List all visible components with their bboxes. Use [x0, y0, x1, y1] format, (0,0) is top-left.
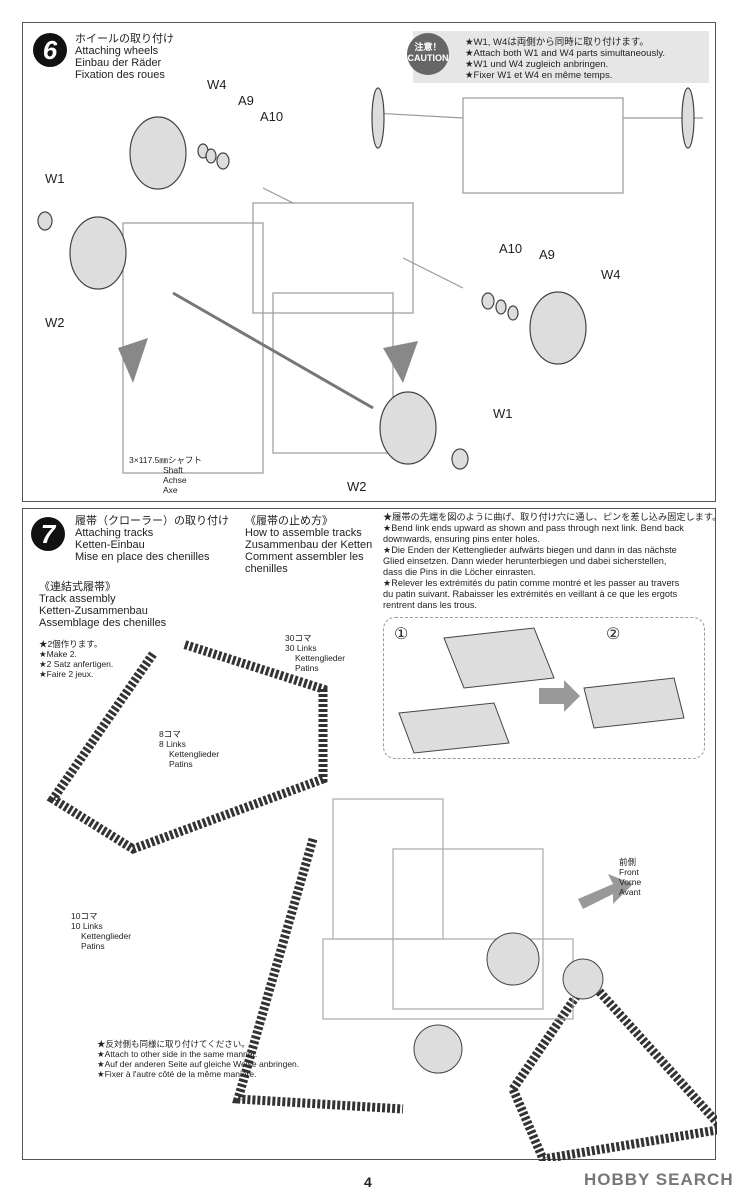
caution-line: ★W1 und W4 zugleich anbringen. [465, 59, 609, 70]
part-label-w1: W1 [45, 171, 65, 186]
instruction-line: rentrent dans les trous. [383, 600, 477, 610]
instruction-line: Glied einsetzen. Dann wieder herunterbie… [383, 556, 667, 566]
track-joining-inset: ① ② [383, 617, 705, 759]
shaft-ja: 3×117.5㎜シャフト [129, 455, 202, 465]
title-de: Einbau der Räder [75, 57, 162, 69]
caution-line: ★Fixer W1 et W4 en même temps. [465, 70, 613, 81]
inset-step-1: ① [394, 626, 409, 643]
wheel-assembly-illustration [37, 87, 703, 474]
inset-step-2: ② [606, 626, 621, 643]
make-two-note: ★2個作ります。 ★Make 2. ★2 Satz anfertigen. ★F… [39, 639, 113, 679]
step-number: 7 [31, 517, 65, 551]
caution-badge: 注意！ CAUTION [407, 33, 449, 75]
label-line: 8 Links [159, 739, 186, 749]
label-line: 30 Links [285, 643, 317, 653]
track-assembly-heading: 《連結式履帯》 Track assembly Ketten-Zusammenba… [39, 581, 166, 629]
label-line: 30コマ [285, 633, 312, 643]
part-label-w4: W4 [601, 267, 621, 282]
how-to-line: How to assemble tracks [245, 527, 362, 539]
note-line: ★Make 2. [39, 649, 77, 659]
label-line: 前側 [619, 857, 637, 867]
label-line: Patins [295, 663, 319, 673]
instruction-line: du patin suivant. Rabaisser les extrémit… [383, 589, 678, 599]
label-line: Avant [619, 887, 641, 897]
arrow-icon [539, 680, 580, 712]
instruction-line: downwards, ensuring pins enter holes. [383, 534, 540, 544]
part-label-w2: W2 [45, 315, 65, 330]
part-label-a9: A9 [539, 247, 555, 262]
note-line: ★Faire 2 jeux. [39, 669, 94, 679]
caution-box: 注意！ CAUTION ★W1, W4は両側から同時に取り付けます。 ★Atta… [407, 31, 709, 83]
label-line: 10コマ [71, 911, 98, 921]
part-label-a10: A10 [260, 109, 284, 124]
track-assembly-line: Track assembly [39, 593, 116, 605]
instruction-line: ★Bend link ends upward as shown and pass… [383, 523, 684, 533]
title-en: Attaching wheels [75, 45, 159, 57]
note-line: ★Fixer à l'autre côté de la même manière… [97, 1069, 257, 1079]
how-to-line: chenilles [245, 563, 288, 575]
track-assembly-line: Ketten-Zusammenbau [39, 605, 148, 617]
step-title: 履帯（クローラー）の取り付け Attaching tracks Ketten-E… [75, 515, 229, 563]
track-installation-illustration [46, 639, 717, 1161]
step-7-panel: 7 履帯（クローラー）の取り付け Attaching tracks Ketten… [22, 508, 721, 1161]
label-line: Patins [81, 941, 105, 951]
part-label-w4: W4 [207, 77, 227, 92]
label-line: Kettenglieder [295, 653, 346, 663]
how-to-line: Comment assembler les [245, 551, 364, 563]
shaft-en: Shaft [163, 465, 183, 475]
front-label: 前側 Front Vorne Avant [619, 857, 641, 897]
instruction-line: ★Die Enden der Kettenglieder aufwärts bi… [383, 545, 677, 555]
part-label-a9: A9 [238, 93, 254, 108]
step-number: 6 [33, 33, 67, 67]
label-8-links: 8コマ 8 Links Kettenglieder Patins [159, 729, 219, 769]
title-de: Ketten-Einbau [75, 539, 145, 551]
part-label-w2: W2 [347, 479, 367, 494]
label-10-links: 10コマ 10 Links Kettenglieder Patins [71, 911, 131, 951]
note-line: ★反対側も同様に取り付けてください。 [97, 1039, 250, 1049]
instruction-line: ★履帯の先端を図のように曲げ、取り付け穴に通し、ピンを差し込み固定します。 [383, 512, 722, 522]
label-line: Patins [169, 759, 193, 769]
watermark: HOBBY SEARCH [584, 1170, 734, 1189]
part-label-a10: A10 [499, 241, 523, 256]
shaft-label: 3×117.5㎜シャフト Shaft Achse Axe [129, 455, 202, 495]
front-arrow-icon [578, 874, 633, 909]
note-line: ★Auf der anderen Seite auf gleiche Weise… [97, 1059, 300, 1069]
label-line: Kettenglieder [169, 749, 220, 759]
note-line: ★2個作ります。 [39, 639, 103, 649]
label-line: Vorne [619, 877, 642, 887]
shaft-fr: Axe [163, 485, 178, 495]
track-assembly-line: 《連結式履帯》 [39, 581, 116, 593]
caution-line: ★W1, W4は両側から同時に取り付けます。 [465, 37, 649, 48]
note-line: ★2 Satz anfertigen. [39, 659, 114, 669]
other-side-note: ★反対側も同様に取り付けてください。 ★Attach to other side… [97, 1039, 299, 1079]
label-line: 8コマ [159, 729, 181, 739]
part-label-w1: W1 [493, 406, 513, 421]
step-title: ホイールの取り付け Attaching wheels Einbau der Rä… [75, 33, 174, 81]
track-assembly-line: Assemblage des chenilles [39, 617, 167, 629]
track-instructions: ★履帯の先端を図のように曲げ、取り付け穴に通し、ピンを差し込み固定します。 ★B… [383, 512, 721, 611]
step-6-panel: 6 ホイールの取り付け Attaching wheels Einbau der … [22, 22, 716, 502]
how-to-line: Zusammenbau der Ketten [245, 539, 373, 551]
how-to-line: 《履帯の止め方》 [245, 515, 333, 527]
title-en: Attaching tracks [75, 527, 154, 539]
label-line: Kettenglieder [81, 931, 132, 941]
note-line: ★Attach to other side in the same manner… [97, 1049, 258, 1059]
label-line: 10 Links [71, 921, 103, 931]
caution-line: ★Attach both W1 and W4 parts simultaneou… [465, 48, 666, 59]
title-ja: ホイールの取り付け [75, 33, 174, 45]
label-30-links: 30コマ 30 Links Kettenglieder Patins [285, 633, 345, 673]
shaft-de: Achse [163, 475, 187, 485]
how-to-assemble: 《履帯の止め方》 How to assemble tracks Zusammen… [245, 515, 372, 575]
title-fr: Fixation des roues [75, 69, 165, 81]
title-fr: Mise en place des chenilles [75, 551, 210, 563]
track-link-illustration [398, 627, 685, 754]
instruction-line: ★Relever les extrémités du patin comme m… [383, 578, 680, 588]
label-line: Front [619, 867, 639, 877]
page-number: 4 [364, 1174, 372, 1190]
title-ja: 履帯（クローラー）の取り付け [75, 515, 229, 527]
instruction-line: dass die Pins in die Löcher einrasten. [383, 567, 536, 577]
